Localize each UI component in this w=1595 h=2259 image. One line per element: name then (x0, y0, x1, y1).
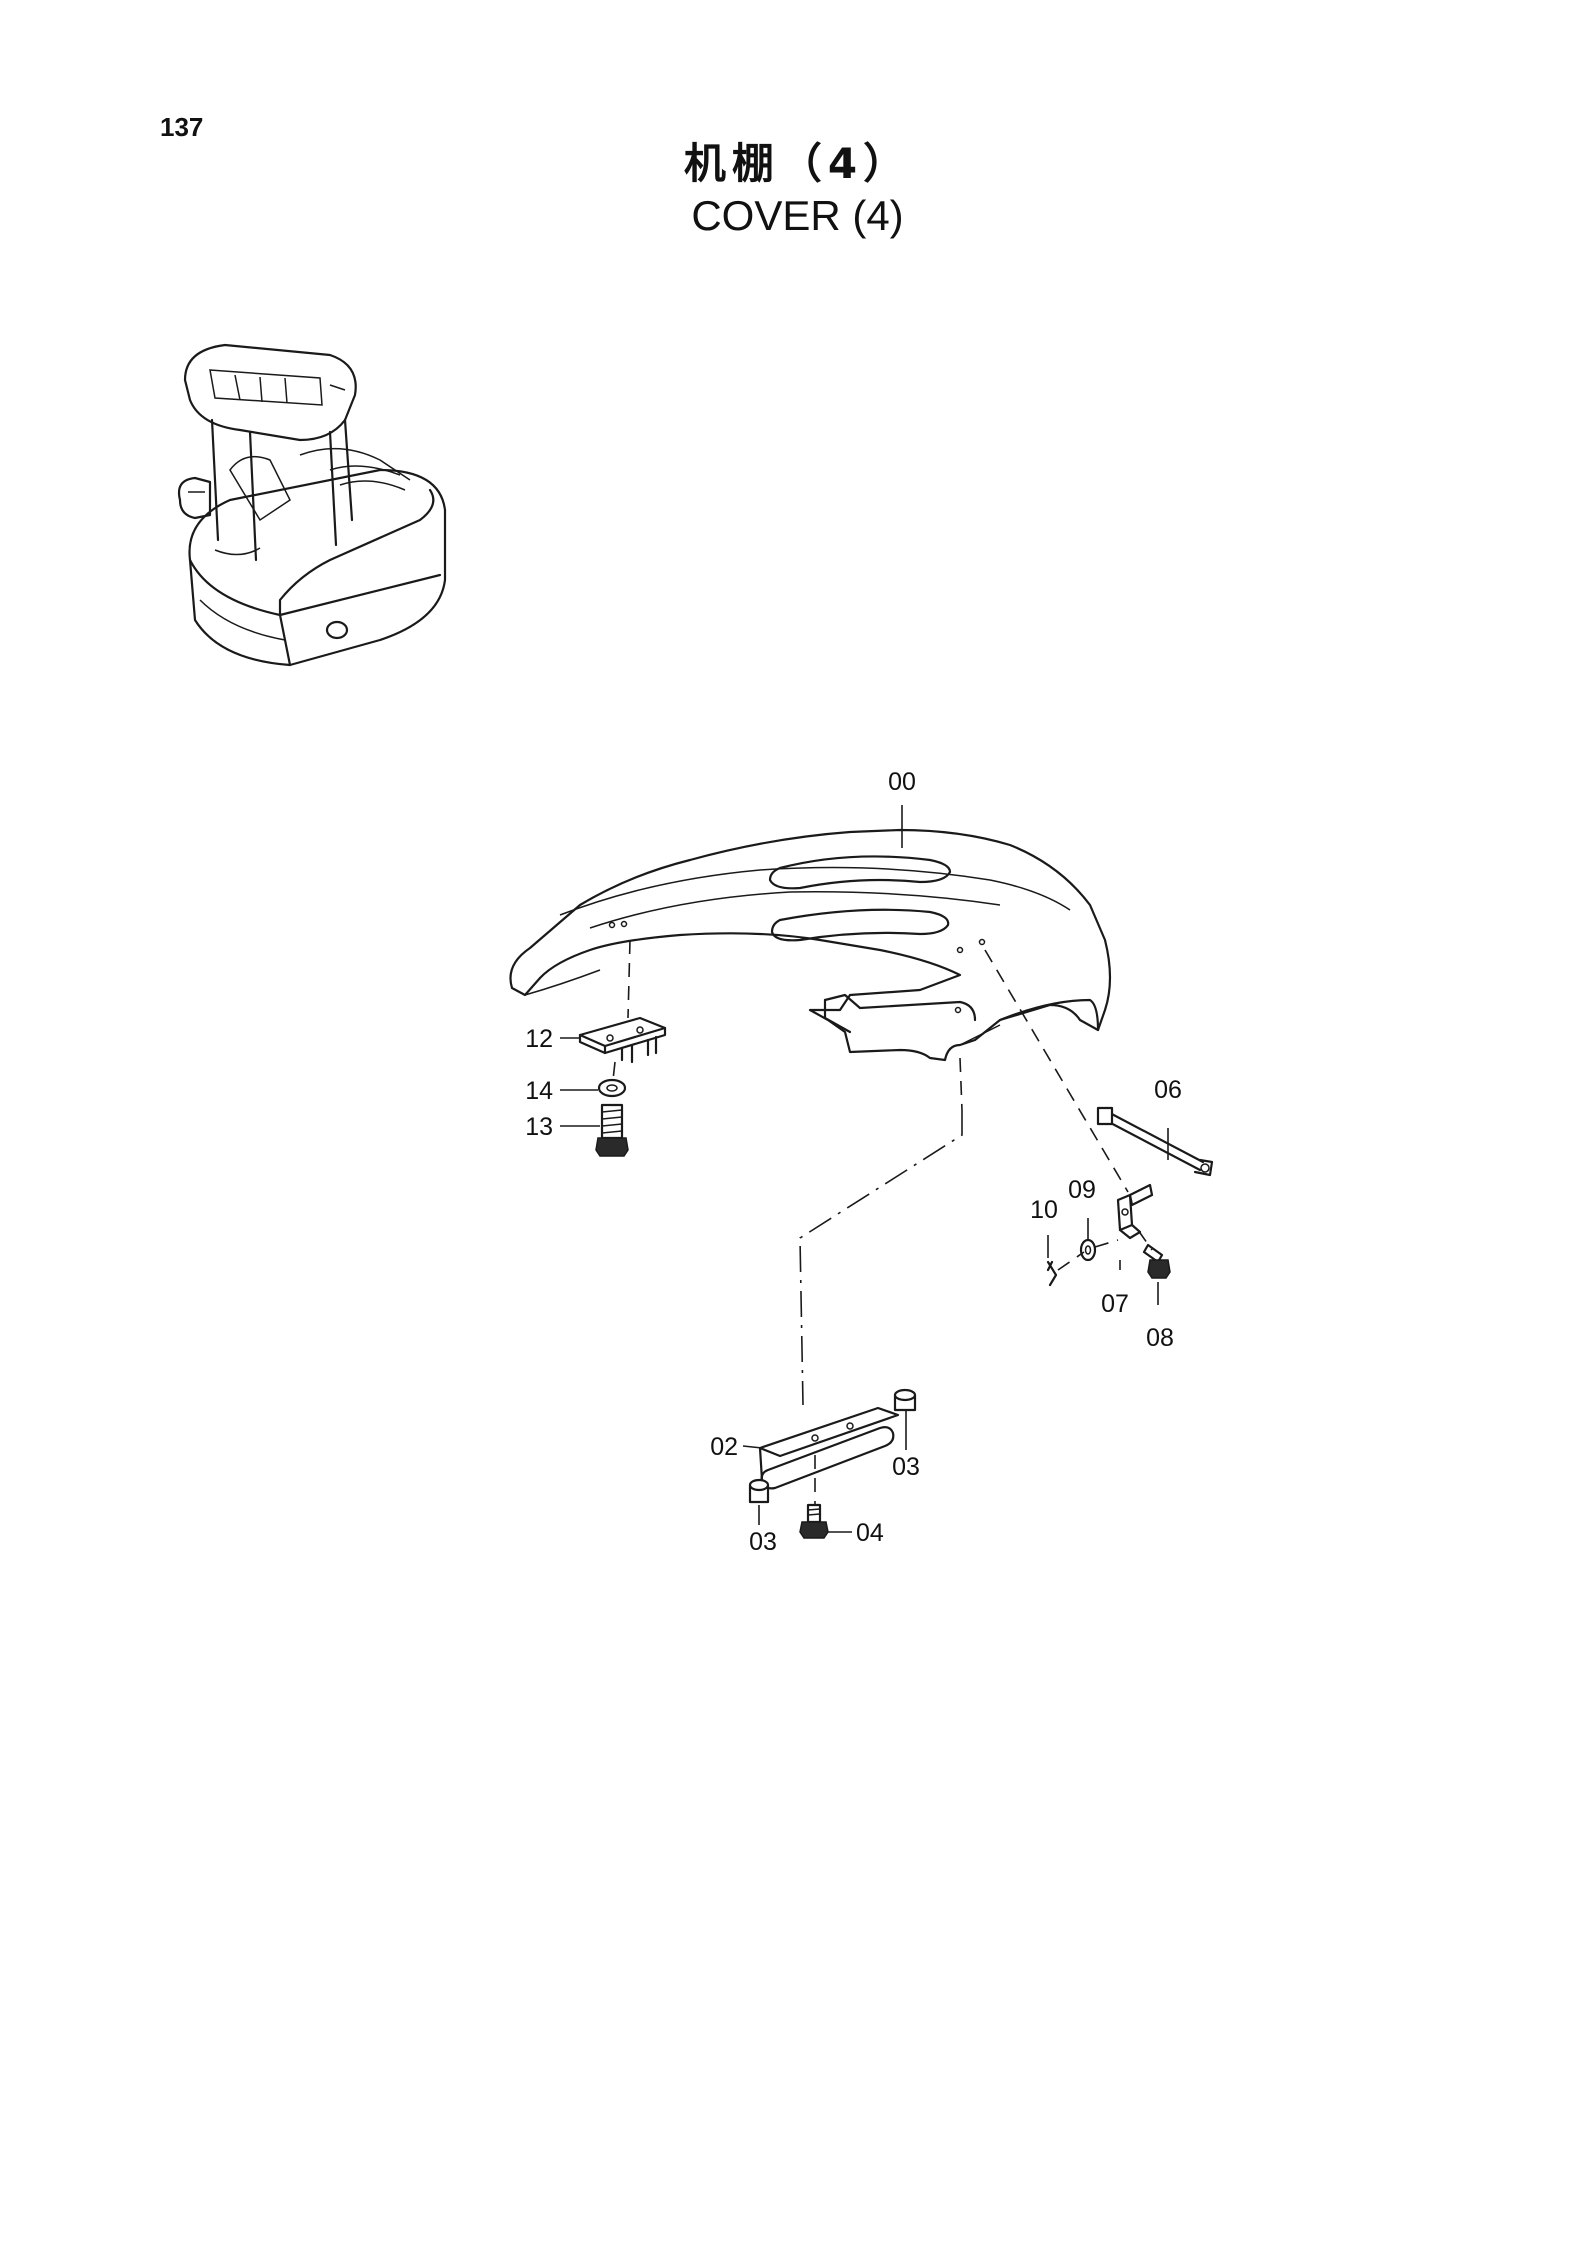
hinge-plate-part-02 (758, 1406, 900, 1490)
canopy-cover-part-00 (509, 828, 1112, 1062)
bolt-part-13 (595, 1103, 629, 1157)
callout-06: 06 (1154, 1076, 1182, 1104)
machine-locator-thumbnail (177, 343, 447, 667)
washer-part-14 (597, 1078, 627, 1098)
callout-00: 00 (888, 768, 916, 796)
callout-02: 02 (710, 1433, 738, 1461)
callout-04: 04 (856, 1519, 884, 1547)
page-title-chinese: 机棚（4） (683, 139, 912, 188)
bracket-part-07 (1116, 1183, 1154, 1240)
callout-03-right: 03 (892, 1453, 920, 1481)
bracket-part-12 (578, 1016, 667, 1064)
pin-part-10 (1046, 1260, 1058, 1287)
washer-part-09 (1079, 1238, 1097, 1262)
callout-07: 07 (1101, 1290, 1129, 1318)
callout-08: 08 (1146, 1324, 1174, 1352)
callout-10: 10 (1030, 1196, 1058, 1224)
bolt-part-08 (1142, 1243, 1171, 1279)
page-number: 137 (160, 112, 204, 142)
assembly-centerlines (612, 939, 1153, 1505)
callout-09: 09 (1068, 1176, 1096, 1204)
callout-13: 13 (525, 1113, 553, 1141)
bolt-part-04 (799, 1503, 829, 1539)
callout-leaders (560, 805, 1169, 1533)
callout-14: 14 (525, 1077, 553, 1105)
stay-rod-part-06 (1096, 1106, 1214, 1177)
bushing-part-03-right (893, 1388, 917, 1412)
page-title-english: COVER (4) (691, 192, 904, 239)
callout-12: 12 (525, 1025, 553, 1053)
callout-labels: 00 12 14 13 06 09 10 07 08 02 03 03 04 (525, 768, 1182, 1556)
bushing-part-03-left (748, 1478, 770, 1504)
callout-03-left: 03 (749, 1528, 777, 1556)
